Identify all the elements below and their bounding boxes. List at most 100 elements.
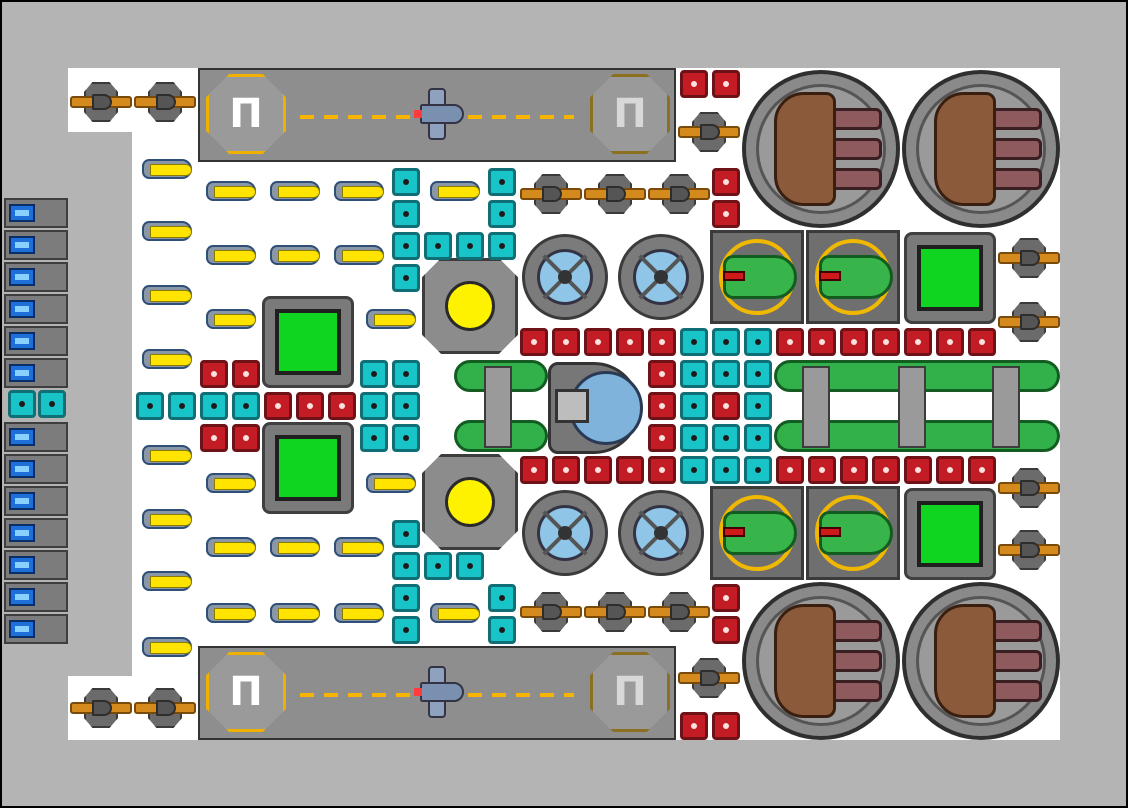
thruster-icon[interactable] bbox=[200, 596, 260, 630]
thruster-icon[interactable] bbox=[264, 238, 324, 272]
reactor-icon[interactable] bbox=[422, 258, 518, 354]
red-armor-block[interactable] bbox=[808, 328, 836, 356]
cannon-turret-icon[interactable] bbox=[134, 76, 196, 128]
heavy-turret-icon[interactable] bbox=[902, 582, 1060, 740]
red-armor-block[interactable] bbox=[712, 70, 740, 98]
cyan-armor-block[interactable] bbox=[456, 552, 484, 580]
red-armor-block[interactable] bbox=[584, 456, 612, 484]
battery-icon[interactable] bbox=[4, 454, 68, 484]
cyan-armor-block[interactable] bbox=[488, 584, 516, 612]
cooling-fan-icon[interactable] bbox=[522, 490, 608, 576]
cyan-armor-block[interactable] bbox=[392, 520, 420, 548]
thruster-icon[interactable] bbox=[264, 596, 324, 630]
cannon-turret-icon[interactable] bbox=[678, 106, 740, 158]
cyan-armor-block[interactable] bbox=[712, 456, 740, 484]
red-armor-block[interactable] bbox=[968, 456, 996, 484]
red-armor-block[interactable] bbox=[200, 360, 228, 388]
cyan-armor-block[interactable] bbox=[392, 168, 420, 196]
red-armor-block[interactable] bbox=[648, 456, 676, 484]
cyan-armor-block[interactable] bbox=[680, 360, 708, 388]
cooling-fan-icon[interactable] bbox=[618, 490, 704, 576]
cargo-container-icon[interactable] bbox=[904, 232, 996, 324]
red-armor-block[interactable] bbox=[520, 328, 548, 356]
thruster-icon[interactable] bbox=[136, 278, 196, 312]
thruster-icon[interactable] bbox=[328, 596, 388, 630]
green-gun-turret-icon[interactable] bbox=[710, 230, 804, 324]
armor-block[interactable] bbox=[8, 390, 36, 418]
cyan-armor-block[interactable] bbox=[744, 328, 772, 356]
red-armor-block[interactable] bbox=[712, 200, 740, 228]
thruster-icon[interactable] bbox=[200, 466, 260, 500]
red-armor-block[interactable] bbox=[872, 456, 900, 484]
cannon-turret-icon[interactable] bbox=[584, 168, 646, 220]
thruster-icon[interactable] bbox=[264, 174, 324, 208]
cyan-armor-block[interactable] bbox=[424, 232, 452, 260]
cyan-armor-block[interactable] bbox=[488, 200, 516, 228]
cannon-turret-icon[interactable] bbox=[678, 652, 740, 704]
cyan-armor-block[interactable] bbox=[392, 424, 420, 452]
cargo-container-icon[interactable] bbox=[262, 296, 354, 388]
red-armor-block[interactable] bbox=[648, 360, 676, 388]
heavy-turret-icon[interactable] bbox=[742, 582, 900, 740]
thruster-icon[interactable] bbox=[136, 630, 196, 664]
red-armor-block[interactable] bbox=[200, 424, 228, 452]
cooling-fan-icon[interactable] bbox=[522, 234, 608, 320]
fighter-icon[interactable] bbox=[414, 88, 468, 140]
cargo-container-icon[interactable] bbox=[904, 488, 996, 580]
cannon-turret-icon[interactable] bbox=[998, 296, 1060, 348]
red-armor-block[interactable] bbox=[648, 392, 676, 420]
cyan-armor-block[interactable] bbox=[360, 392, 388, 420]
battery-icon[interactable] bbox=[4, 198, 68, 228]
cyan-armor-block[interactable] bbox=[712, 360, 740, 388]
red-armor-block[interactable] bbox=[904, 456, 932, 484]
thruster-icon[interactable] bbox=[200, 302, 260, 336]
cyan-armor-block[interactable] bbox=[488, 232, 516, 260]
cannon-turret-icon[interactable] bbox=[134, 682, 196, 734]
thruster-icon[interactable] bbox=[264, 530, 324, 564]
green-gun-turret-icon[interactable] bbox=[710, 486, 804, 580]
cannon-turret-icon[interactable] bbox=[998, 462, 1060, 514]
thruster-icon[interactable] bbox=[136, 342, 196, 376]
thruster-icon[interactable] bbox=[200, 238, 260, 272]
battery-icon[interactable] bbox=[4, 486, 68, 516]
red-armor-block[interactable] bbox=[936, 328, 964, 356]
cyan-armor-block[interactable] bbox=[200, 392, 228, 420]
red-armor-block[interactable] bbox=[680, 70, 708, 98]
red-armor-block[interactable] bbox=[872, 328, 900, 356]
command-bridge-icon[interactable] bbox=[548, 362, 643, 454]
thruster-icon[interactable] bbox=[328, 174, 388, 208]
green-gun-turret-icon[interactable] bbox=[806, 486, 900, 580]
hangar-top[interactable]: Π Π bbox=[198, 68, 676, 162]
battery-icon[interactable] bbox=[4, 294, 68, 324]
cannon-turret-icon[interactable] bbox=[648, 586, 710, 638]
cyan-armor-block[interactable] bbox=[744, 360, 772, 388]
battery-icon[interactable] bbox=[4, 422, 68, 452]
thruster-icon[interactable] bbox=[360, 302, 420, 336]
red-armor-block[interactable] bbox=[712, 616, 740, 644]
cyan-armor-block[interactable] bbox=[712, 328, 740, 356]
cannon-turret-icon[interactable] bbox=[648, 168, 710, 220]
cannon-turret-icon[interactable] bbox=[998, 232, 1060, 284]
red-armor-block[interactable] bbox=[648, 424, 676, 452]
cyan-armor-block[interactable] bbox=[488, 168, 516, 196]
cyan-armor-block[interactable] bbox=[744, 424, 772, 452]
red-armor-block[interactable] bbox=[520, 456, 548, 484]
cyan-armor-block[interactable] bbox=[392, 584, 420, 612]
cyan-armor-block[interactable] bbox=[392, 264, 420, 292]
cyan-armor-block[interactable] bbox=[392, 616, 420, 644]
cyan-armor-block[interactable] bbox=[360, 360, 388, 388]
cannon-turret-icon[interactable] bbox=[520, 586, 582, 638]
red-armor-block[interactable] bbox=[712, 584, 740, 612]
cyan-armor-block[interactable] bbox=[392, 552, 420, 580]
battery-icon[interactable] bbox=[4, 550, 68, 580]
heavy-turret-icon[interactable] bbox=[742, 70, 900, 228]
red-armor-block[interactable] bbox=[776, 456, 804, 484]
cyan-armor-block[interactable] bbox=[744, 392, 772, 420]
battery-icon[interactable] bbox=[4, 582, 68, 612]
battery-icon[interactable] bbox=[4, 358, 68, 388]
red-armor-block[interactable] bbox=[584, 328, 612, 356]
thruster-icon[interactable] bbox=[200, 530, 260, 564]
cannon-turret-icon[interactable] bbox=[70, 76, 132, 128]
thruster-icon[interactable] bbox=[328, 238, 388, 272]
